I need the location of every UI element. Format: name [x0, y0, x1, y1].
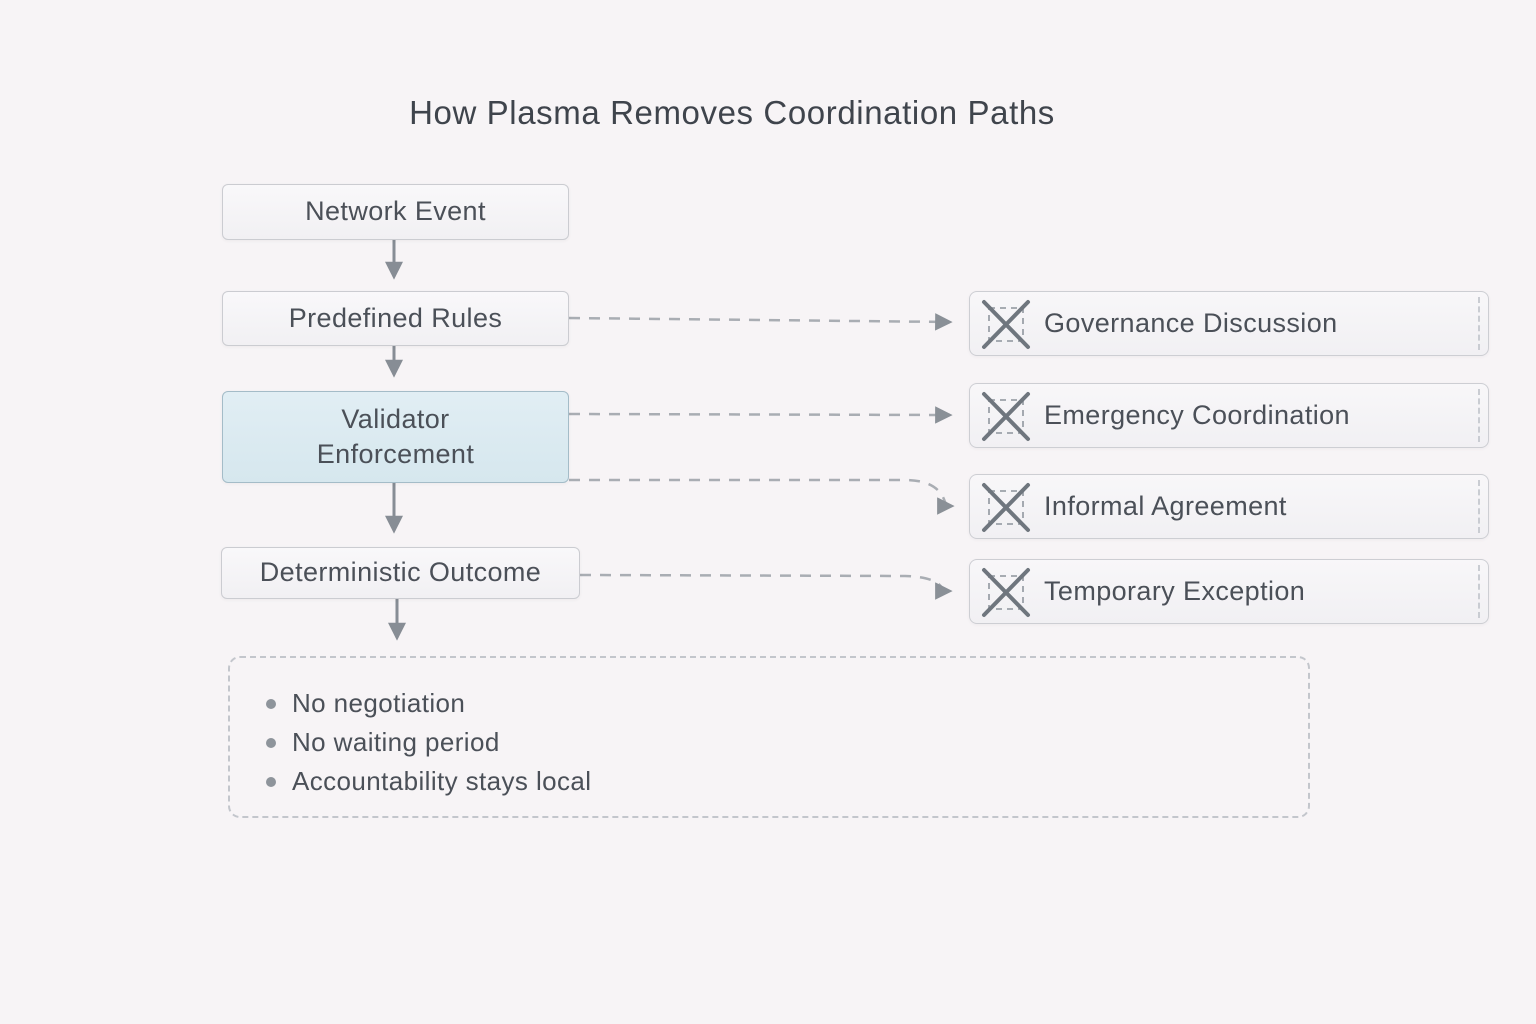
- outcome-item: No waiting period: [266, 723, 1308, 762]
- removed-item-label: Emergency Coordination: [1044, 400, 1350, 430]
- connector-informal: [569, 478, 955, 515]
- removed-item-informal-agreement: Informal Agreement: [969, 474, 1489, 539]
- crossed-out-icon: [982, 567, 1030, 617]
- removed-item-temporary-exception: Temporary Exception: [969, 559, 1489, 624]
- bullet-dot-icon: [266, 737, 276, 748]
- outcome-item-label: Accountability stays local: [292, 766, 592, 796]
- removed-item-label: Temporary Exception: [1044, 576, 1306, 606]
- bullet-dot-icon: [266, 776, 276, 787]
- flow-node-label: Deterministic Outcome: [259, 557, 542, 588]
- flow-arrows: [385, 240, 406, 641]
- outcome-item: Accountability stays local: [266, 762, 1308, 801]
- outcome-item-label: No negotiation: [292, 688, 466, 718]
- removed-item-label: Informal Agreement: [1044, 491, 1287, 521]
- connector-temporary: [579, 573, 953, 600]
- flow-node-deterministic-outcome: Deterministic Outcome: [221, 547, 580, 599]
- flow-node-network-event: Network Event: [222, 184, 569, 240]
- outcome-item: No negotiation: [266, 684, 1308, 723]
- flow-node-label: Network Event: [305, 196, 486, 227]
- crossed-out-icon: [982, 299, 1030, 349]
- removed-item-governance-discussion: Governance Discussion: [969, 291, 1489, 356]
- bullet-dot-icon: [266, 698, 276, 709]
- connector-governance: [568, 313, 953, 331]
- flow-node-label: Predefined Rules: [288, 302, 503, 333]
- outcome-item-label: No waiting period: [292, 727, 500, 757]
- crossed-out-icon: [982, 482, 1030, 532]
- page-title: How Plasma Removes Coordination Paths: [409, 94, 1055, 131]
- connector-emergency: [568, 406, 953, 424]
- crossed-out-icon: [982, 391, 1030, 441]
- removed-item-emergency-coordination: Emergency Coordination: [969, 383, 1489, 448]
- outcome-list: No negotiation No waiting period Account…: [228, 656, 1310, 818]
- removed-path-connectors: [568, 313, 955, 600]
- flow-node-label: Validator Enforcement: [316, 403, 475, 469]
- removed-item-label: Governance Discussion: [1044, 308, 1338, 338]
- flow-node-validator-enforcement: Validator Enforcement: [222, 391, 569, 483]
- flow-node-predefined-rules: Predefined Rules: [222, 291, 569, 346]
